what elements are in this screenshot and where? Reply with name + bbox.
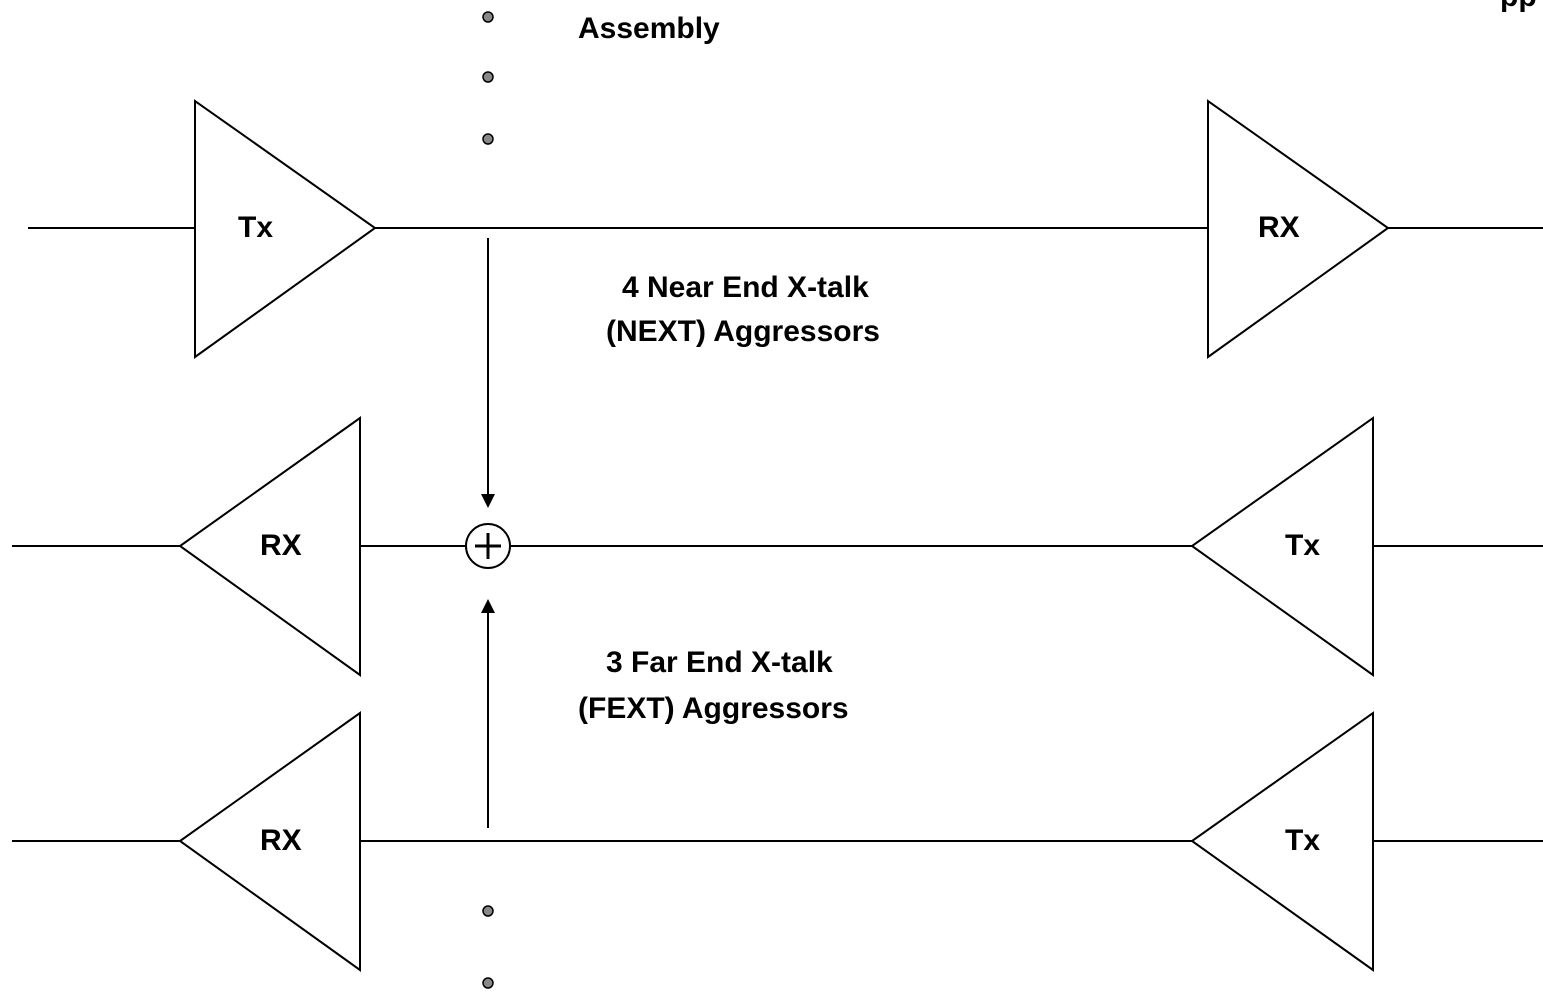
amplifier-tx-bottom (1190, 711, 1374, 972)
amplifier-rx-top (1207, 99, 1390, 359)
ellipsis-dots-bottom (482, 905, 494, 989)
summing-node (465, 523, 511, 569)
fext-arrow-head (481, 599, 495, 613)
next-label-line1: 4 Near End X-talk (622, 271, 869, 304)
lane-bottom: RX Tx (12, 711, 1543, 972)
ellipsis-dot (482, 905, 494, 917)
amplifier-tx-top-label: Tx (238, 211, 273, 244)
amplifier-tx-middle (1190, 416, 1374, 677)
amplifier-tx-middle-label: Tx (1285, 529, 1320, 562)
amplifier-tx-bottom-label: Tx (1285, 824, 1320, 857)
fext-label-line2: (FEXT) Aggressors (578, 692, 849, 725)
ellipsis-dot (482, 133, 494, 145)
amplifier-tx-top (194, 99, 377, 359)
clipped-top-right-label: pp (1500, 0, 1537, 13)
next-arrow (481, 238, 495, 508)
lane-top: Tx RX (28, 99, 1543, 359)
amplifier-rx-bottom-label: RX (260, 824, 302, 857)
ellipsis-dot (482, 11, 494, 23)
fext-label-line1: 3 Far End X-talk (606, 646, 833, 679)
next-arrow-head (481, 494, 495, 508)
lane-middle: RX Tx (12, 416, 1543, 677)
fext-arrow (481, 599, 495, 828)
amplifier-rx-middle-label: RX (260, 529, 302, 562)
amplifier-rx-top-label: RX (1258, 211, 1300, 244)
ellipsis-dot (482, 71, 494, 83)
assembly-label: Assembly (578, 12, 720, 45)
ellipsis-dot (482, 977, 494, 989)
ellipsis-dots-top (482, 11, 494, 145)
next-label-line2: (NEXT) Aggressors (606, 315, 880, 348)
